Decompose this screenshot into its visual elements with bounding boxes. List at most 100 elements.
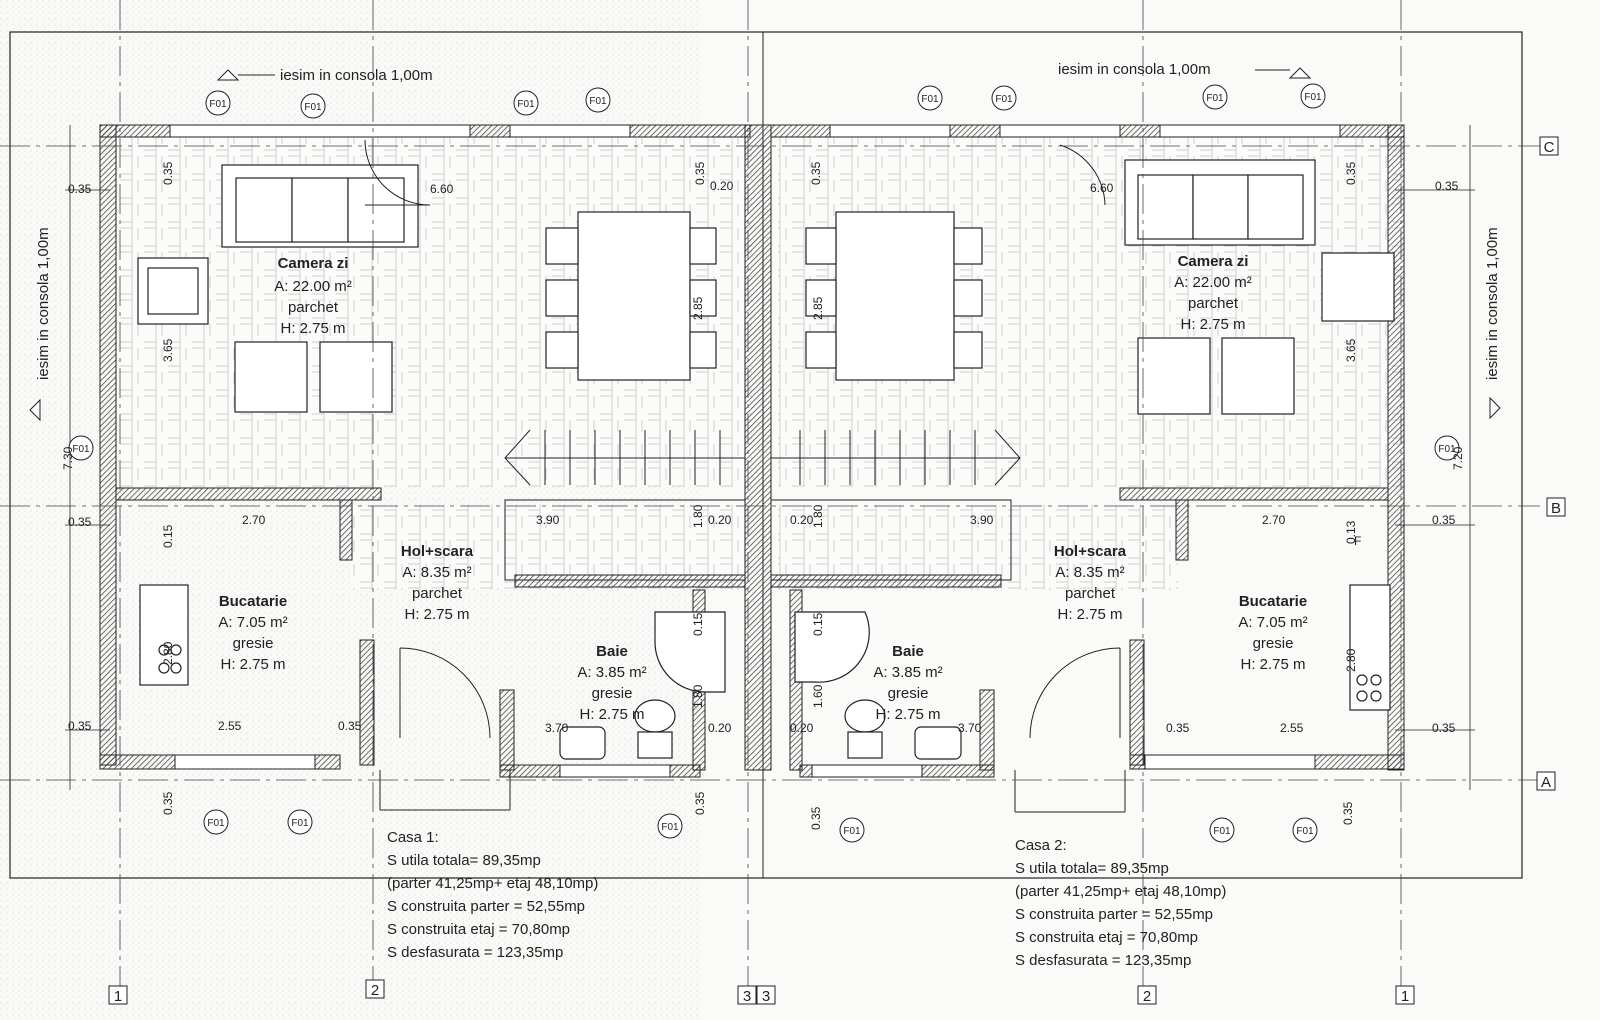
- sheet-frame: [9, 31, 1523, 879]
- svg-text:0.20: 0.20: [710, 179, 734, 193]
- window-tag: F01: [585, 87, 611, 113]
- svg-text:0.35: 0.35: [1166, 721, 1190, 735]
- shower-1: [654, 611, 726, 693]
- window-tag: F01: [300, 93, 326, 119]
- stairs-house-1: [504, 429, 746, 581]
- window-tag: F01: [68, 435, 94, 461]
- grid-labels: C B A 1 2 3 3 2 1: [108, 136, 1566, 1005]
- svg-text:H: 2.75 m: H: 2.75 m: [220, 656, 285, 673]
- window-tag: F01: [1292, 817, 1318, 843]
- svg-text:0.35: 0.35: [809, 806, 823, 830]
- svg-text:H: 2.75 m: H: 2.75 m: [875, 706, 940, 723]
- svg-text:F01: F01: [1206, 93, 1224, 104]
- grid-label-c: C: [1544, 139, 1555, 156]
- room-name: Baie: [596, 643, 628, 660]
- window-tag: F01: [205, 90, 231, 116]
- svg-text:H: 2.75 m: H: 2.75 m: [1180, 316, 1245, 333]
- room-labels-house-2: Camera zi A: 22.00 m² parchet H: 2.75 m …: [873, 253, 1307, 723]
- svg-text:0.35: 0.35: [1344, 161, 1358, 185]
- svg-text:H: 2.75 m: H: 2.75 m: [280, 320, 345, 337]
- svg-text:A: 7.05 m²: A: 7.05 m²: [218, 614, 287, 631]
- svg-text:F01: F01: [843, 826, 861, 837]
- svg-text:3.90: 3.90: [970, 513, 994, 527]
- kitchen-counter-2: [1349, 584, 1391, 711]
- svg-text:6.60: 6.60: [430, 182, 454, 196]
- svg-text:2.70: 2.70: [1262, 513, 1286, 527]
- svg-text:3.90: 3.90: [536, 513, 560, 527]
- svg-text:F01: F01: [1296, 826, 1314, 837]
- svg-text:H: 2.75 m: H: 2.75 m: [579, 706, 644, 723]
- room-name: Hol+scara: [1054, 543, 1127, 560]
- sink-1: [559, 726, 606, 760]
- svg-text:0.20: 0.20: [790, 513, 814, 527]
- room-name: Camera zi: [278, 255, 349, 272]
- dining-table-1: [577, 211, 691, 381]
- svg-text:(parter 41,25mp+ etaj 48,10mp): (parter 41,25mp+ etaj 48,10mp): [387, 875, 598, 892]
- window-tags: F01 F01 F01 F01 F01 F01 F01 F01 F01 F01 …: [68, 83, 1460, 843]
- svg-text:0.13: 0.13: [1344, 520, 1358, 544]
- window-tag: F01: [657, 813, 683, 839]
- svg-text:2.55: 2.55: [218, 719, 242, 733]
- svg-text:0.35: 0.35: [809, 161, 823, 185]
- svg-text:0.35: 0.35: [693, 791, 707, 815]
- svg-text:0.15: 0.15: [161, 524, 175, 548]
- svg-text:H: 2.75 m: H: 2.75 m: [404, 606, 469, 623]
- summary-casa-1: Casa 1: S utila totala= 89,35mp (parter …: [387, 829, 598, 961]
- svg-text:S utila totala= 89,35mp: S utila totala= 89,35mp: [387, 852, 541, 869]
- svg-text:0.15: 0.15: [811, 612, 825, 636]
- svg-text:F01: F01: [995, 94, 1013, 105]
- grid-label-a: A: [1541, 774, 1551, 791]
- armchair-4: [1321, 252, 1395, 322]
- cantilever-note-top-right: iesim in consola 1,00m: [1058, 61, 1211, 78]
- svg-text:2.80: 2.80: [161, 641, 175, 665]
- cantilever-note-left: iesim in consola 1,00m: [35, 227, 52, 380]
- svg-text:0.35: 0.35: [68, 182, 92, 196]
- svg-text:F01: F01: [209, 99, 227, 110]
- grid-label-2-right: 2: [1143, 988, 1151, 1005]
- svg-text:1.80: 1.80: [691, 504, 705, 528]
- svg-text:F01: F01: [921, 94, 939, 105]
- svg-text:0.35: 0.35: [161, 791, 175, 815]
- svg-text:0.20: 0.20: [708, 513, 732, 527]
- svg-text:1.80: 1.80: [691, 684, 705, 708]
- armchair-5: [1137, 337, 1211, 415]
- svg-text:S utila totala= 89,35mp: S utila totala= 89,35mp: [1015, 860, 1169, 877]
- window-tag: F01: [513, 90, 539, 116]
- svg-text:2.70: 2.70: [242, 513, 266, 527]
- dining-table-2: [835, 211, 955, 381]
- doors: [364, 139, 1126, 813]
- armchair-2: [234, 341, 308, 413]
- summary-title: Casa 2:: [1015, 837, 1067, 854]
- svg-text:7.20: 7.20: [1451, 446, 1465, 470]
- svg-text:S desfasurata = 123,35mp: S desfasurata = 123,35mp: [387, 944, 563, 961]
- svg-text:3.65: 3.65: [1344, 338, 1358, 362]
- svg-text:parchet: parchet: [1188, 295, 1239, 312]
- room-name: Camera zi: [1178, 253, 1249, 270]
- svg-text:0.35: 0.35: [68, 719, 92, 733]
- windows: [169, 124, 1341, 778]
- svg-text:2.80: 2.80: [1344, 648, 1358, 672]
- sink-2: [914, 726, 962, 760]
- svg-text:0.20: 0.20: [708, 721, 732, 735]
- svg-text:F01: F01: [304, 102, 322, 113]
- armchair-6: [1221, 337, 1295, 415]
- grid-label-3-a: 3: [743, 988, 751, 1005]
- room-labels-house-1: Camera zi A: 22.00 m² parchet H: 2.75 m …: [218, 255, 646, 723]
- svg-text:0.35: 0.35: [1341, 801, 1355, 825]
- svg-text:7.30: 7.30: [61, 446, 75, 470]
- summary-title: Casa 1:: [387, 829, 439, 846]
- grid-label-1-right: 1: [1401, 988, 1409, 1005]
- cantilever-note-top-left: iesim in consola 1,00m: [280, 67, 433, 84]
- svg-text:(parter 41,25mp+ etaj 48,10mp): (parter 41,25mp+ etaj 48,10mp): [1015, 883, 1226, 900]
- svg-text:2.55: 2.55: [1280, 721, 1304, 735]
- grid-lines: [0, 0, 1540, 990]
- svg-text:0.35: 0.35: [693, 161, 707, 185]
- svg-text:1.60: 1.60: [811, 684, 825, 708]
- svg-text:A: 8.35 m²: A: 8.35 m²: [402, 564, 471, 581]
- svg-text:A: 8.35 m²: A: 8.35 m²: [1055, 564, 1124, 581]
- svg-text:H: 2.75 m: H: 2.75 m: [1057, 606, 1122, 623]
- svg-text:F01: F01: [291, 818, 309, 829]
- svg-text:F01: F01: [517, 99, 535, 110]
- window-tag: F01: [1209, 817, 1235, 843]
